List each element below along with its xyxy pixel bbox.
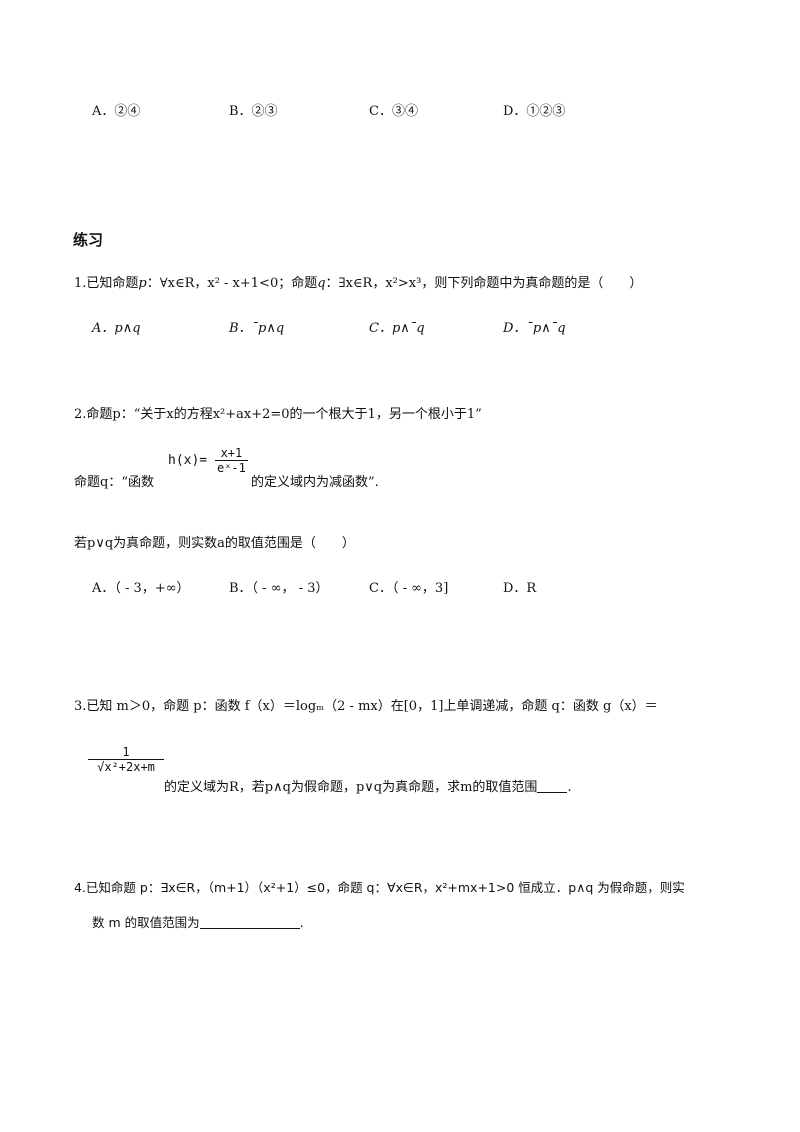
q3-numerator: 1	[88, 745, 164, 760]
question-1-stem: 1.已知命题p：∀x∈R，x² - x+1<0；命题q：∃x∈R，x²>x³，则…	[74, 272, 642, 291]
q4-end: .	[299, 915, 304, 930]
question-2-line-2-prefix: 命题q：“函数	[74, 475, 154, 490]
q1-option-a: A．p∧q	[92, 321, 141, 336]
q2-option-c: C．（ - ∞，3]	[369, 581, 449, 596]
q3-answer-blank	[537, 780, 568, 793]
question-2-line-2-suffix: 的定义域内为减函数”.	[251, 475, 379, 490]
q1-stem-c: x∈R，	[167, 276, 208, 291]
q2-function-formula: h(x)= x+1 eˣ-1	[168, 446, 248, 475]
q3-fraction: 1 √x²+2x+m	[88, 745, 164, 774]
top-option-d: D．①②③	[503, 104, 566, 119]
q1-stem-d: x² - x+1<0；命题	[207, 276, 318, 291]
q3-function-formula: 1 √x²+2x+m	[88, 745, 164, 774]
top-option-b: B．②③	[229, 104, 278, 119]
q2-func-denominator: eˣ-1	[216, 461, 246, 475]
top-option-c: C．③④	[369, 104, 418, 119]
q1-p: p	[138, 276, 147, 291]
q3-end: .	[567, 780, 572, 795]
q1-stem-e: ：∃x∈R，x²>x³，则下列命题中为真命题的是（ ）	[325, 276, 643, 291]
q4-line-2-text: 数 m 的取值范围为	[92, 915, 200, 930]
q2-option-d: D．R	[503, 581, 537, 596]
question-2-line-1: 2.命题p：“关于x的方程x²+ax+2=0的一个根大于1，另一个根小于1”	[74, 407, 482, 422]
question-4-line-2: 数 m 的取值范围为.	[92, 912, 304, 931]
q1-stem-a: 已知命题	[86, 276, 139, 291]
question-3-line-2: 的定义域为R，若p∧q为假命题，p∨q为真命题，求m的取值范围.	[164, 776, 572, 795]
q3-line-2-text: 的定义域为R，若p∧q为假命题，p∨q为真命题，求m的取值范围	[164, 780, 538, 795]
section-title: 练习	[73, 231, 104, 249]
top-option-a: A．②④	[92, 104, 141, 119]
q1-option-b: B．¯p∧q	[229, 321, 285, 336]
q1-option-d: D．¯p∧¯q	[503, 321, 566, 336]
question-2-line-3: 若p∨q为真命题，则实数a的取值范围是（ ）	[74, 536, 355, 551]
question-3-line-1: 3.已知 m＞0，命题 p：函数 f（x）＝logₘ（2 - mx）在[0，1]…	[74, 699, 658, 714]
q1-number: 1.	[74, 276, 87, 291]
q1-stem-b: ：∀	[146, 276, 168, 291]
q1-q: q	[317, 276, 326, 291]
q2-func-numerator: x+1	[214, 446, 248, 461]
q2-func-fraction: x+1 eˣ-1	[214, 446, 248, 475]
q2-option-b: B．（ - ∞， - 3）	[229, 581, 329, 596]
q2-option-a: A．（ - 3，+∞）	[92, 581, 190, 596]
q3-denominator: √x²+2x+m	[97, 760, 155, 774]
q2-func-lhs: h(x)=	[168, 453, 208, 468]
question-4-line-1: 4.已知命题 p：∃x∈R，（m+1）（x²+1）≤0，命题 q：∀x∈R，x²…	[74, 880, 685, 895]
q4-answer-blank	[199, 916, 300, 929]
q1-option-c: C．p∧¯q	[369, 321, 425, 336]
